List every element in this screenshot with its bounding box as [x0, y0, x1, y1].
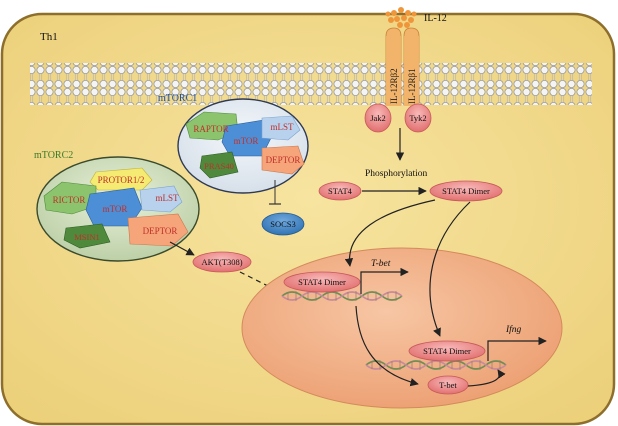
mtorc2-complex	[36, 156, 200, 262]
mtorc2-msin1-label: MSIN1	[74, 232, 100, 242]
jak2-label: Jak2	[370, 113, 386, 123]
tbet-gene-label: T-bet	[371, 259, 391, 269]
mtorc2-protor-label: PROTOR1/2	[98, 175, 145, 185]
mtorc2-deptor-label: DEPTOR	[143, 226, 178, 236]
mtorc2-mtor-label: mTOR	[103, 204, 128, 214]
mtorc1-complex	[177, 98, 309, 194]
tyk2-node	[404, 103, 432, 133]
stat4-dimer-cytoplasm-label: STAT4 Dimer	[442, 186, 490, 196]
jak2-node	[364, 103, 392, 133]
tbet-protein-label: T-bet	[439, 380, 457, 390]
socs3-node	[261, 212, 305, 236]
socs3-label: SOCS3	[270, 219, 296, 229]
mtorc2-mlst-label: mLST	[155, 193, 179, 203]
dna-strand-tbet	[281, 291, 403, 301]
mtorc1-title: mTORC1	[158, 93, 197, 104]
tbet-protein-node	[427, 375, 469, 395]
stat4-node	[318, 181, 362, 201]
stat4-dimer-nucleus-2-label: STAT4 Dimer	[423, 346, 471, 356]
akt-node	[192, 251, 252, 273]
il12-receptor	[385, 27, 420, 106]
mtorc2-to-akt-arrow	[169, 241, 195, 256]
dimer-to-nucleus-arrow-1	[344, 199, 436, 267]
il12-label: IL-12	[424, 13, 447, 24]
tbet-to-ifng-arrow	[467, 369, 506, 387]
mtorc1-mlst-label: mLST	[270, 122, 294, 132]
stat4-dimer-nucleus-1	[283, 271, 361, 293]
mtorc2-title: mTORC2	[34, 150, 73, 161]
tbet-gene-promoter-arrow	[360, 267, 409, 294]
mtorc1-raptor-label: RAPTOR	[193, 124, 228, 134]
phosphorylation-label: Phosphorylation	[365, 169, 428, 179]
mtorc1-deptor-label: DEPTOR	[266, 155, 301, 165]
il12-cytokine-icon	[385, 7, 417, 28]
akt-label: AKT(T308)	[201, 257, 242, 267]
tbet-expression-arrow	[355, 305, 419, 387]
receptor-beta2-label: IL-12Rβ2	[389, 68, 399, 104]
cell-membrane	[30, 63, 592, 105]
ifng-gene-label: Ifng	[505, 324, 522, 335]
mtorc2-rictor-label: RICTOR	[53, 195, 86, 205]
tyk2-label: Tyk2	[409, 113, 426, 123]
dimer-to-nucleus-arrow-2	[429, 201, 471, 337]
stat4-dimer-nucleus-2	[408, 340, 486, 362]
mtorc1-mtor-label: mTOR	[234, 136, 259, 146]
mtorc1-pras40-label: PRAS40	[204, 161, 234, 171]
cell-label: Th1	[40, 31, 58, 43]
stat4-label: STAT4	[328, 186, 353, 196]
stat4-dimer-cytoplasm	[429, 180, 503, 202]
ifng-gene-promoter-arrow	[487, 336, 547, 361]
receptor-beta1-label: IL-12Rβ1	[407, 68, 417, 104]
stat4-dimer-nucleus-1-label: STAT4 Dimer	[298, 277, 346, 287]
